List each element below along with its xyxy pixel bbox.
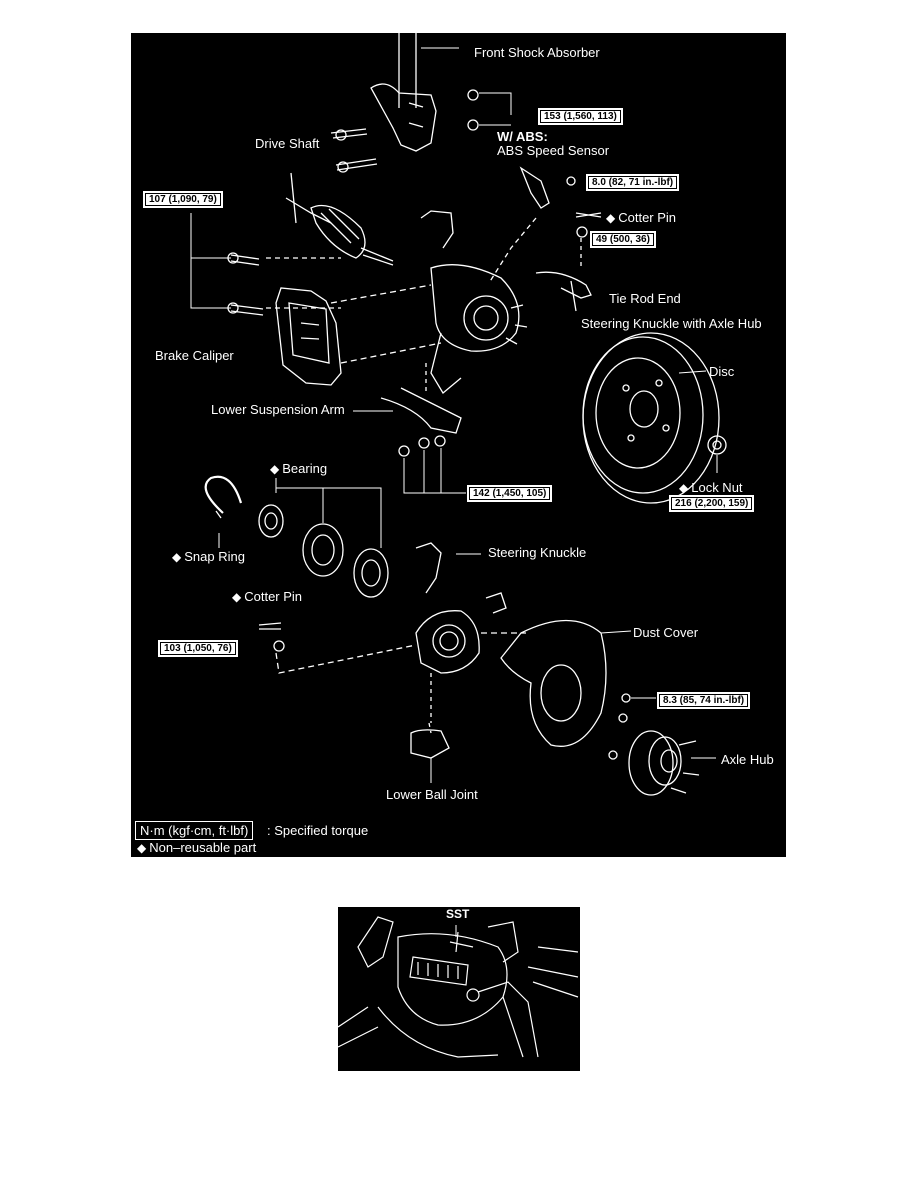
sst-diagram: SST [338,907,580,1071]
label-axle-hub: Axle Hub [721,752,774,767]
label-lock-nut: ◆Lock Nut [679,480,743,495]
dust-cover-drawing [481,619,656,760]
diagram-artwork [190,33,727,796]
label-cotter-pin-bottom: ◆Cotter Pin [232,589,303,604]
label-drive-shaft: Drive Shaft [255,136,320,151]
disc-drawing [582,332,720,504]
tie-rod-end-drawing [535,212,606,312]
sst-artwork [338,916,579,1058]
steering-knuckle-drawing [415,542,507,674]
lower-ball-joint-drawing [410,673,450,783]
legend-non-reusable: ◆Non–reusable part [137,840,257,855]
label-steering-knuckle-axle-hub: Steering Knuckle with Axle Hub [581,316,762,331]
non-reusable-marker-icon: ◆ [232,590,242,604]
label-abs-speed-sensor: ABS Speed Sensor [497,143,610,158]
label-tie-rod-end: Tie Rod End [609,291,681,306]
knuckle-hub-drawing [420,210,528,394]
torque-ball-joint-box: 103 (1,050, 76) [158,640,238,657]
label-disc: Disc [709,364,735,379]
abs-sensor-drawing [488,166,576,284]
ball-joint-nut-drawing [258,622,417,674]
label-dust-cover: Dust Cover [633,625,699,640]
non-reusable-marker-icon: ◆ [137,841,147,855]
label-lower-ball-joint: Lower Ball Joint [386,787,478,802]
legend-torque-desc: : Specified torque [267,823,369,838]
bearing-drawing [258,478,389,598]
non-reusable-marker-icon: ◆ [606,211,616,225]
legend-torque-unit: N·m (kgf·cm, ft·lbf) [135,821,254,840]
brake-caliper-drawing [227,252,342,386]
label-sst: SST [446,907,470,921]
lower-arm-drawing [353,363,466,494]
snap-ring-drawing [204,475,243,548]
label-front-shock-absorber: Front Shock Absorber [474,45,600,60]
label-bearing: ◆Bearing [270,461,328,476]
torque-caliper-box: 107 (1,090, 79) [143,191,223,208]
torque-lock-nut-box: 216 (2,200, 159) [669,495,755,512]
torque-lower-arm-box: 142 (1,450, 105) [467,485,553,502]
torque-abs-box: 8.0 (82, 71 in.-lbf) [586,174,680,191]
label-w-abs: W/ ABS: [497,129,548,144]
lock-nut-drawing [707,435,727,473]
torque-dust-cover-box: 8.3 (85, 74 in.-lbf) [657,692,751,709]
label-steering-knuckle: Steering Knuckle [488,545,587,560]
non-reusable-marker-icon: ◆ [172,550,182,564]
drive-shaft-drawing [285,172,394,266]
axle-hub-drawing [628,730,716,796]
exploded-view-diagram: Front Shock Absorber 153 (1,560, 113) W/… [131,33,786,857]
label-brake-caliper: Brake Caliper [155,348,234,363]
label-lower-suspension-arm: Lower Suspension Arm [211,402,345,417]
non-reusable-marker-icon: ◆ [679,481,689,495]
label-snap-ring: ◆Snap Ring [172,549,245,564]
shock-absorber-drawing [330,33,479,173]
label-cotter-pin-top: ◆Cotter Pin [606,210,677,225]
torque-shock-box: 153 (1,560, 113) [538,108,623,125]
torque-tie-rod-box: 49 (500, 36) [590,231,656,248]
non-reusable-marker-icon: ◆ [270,462,280,476]
